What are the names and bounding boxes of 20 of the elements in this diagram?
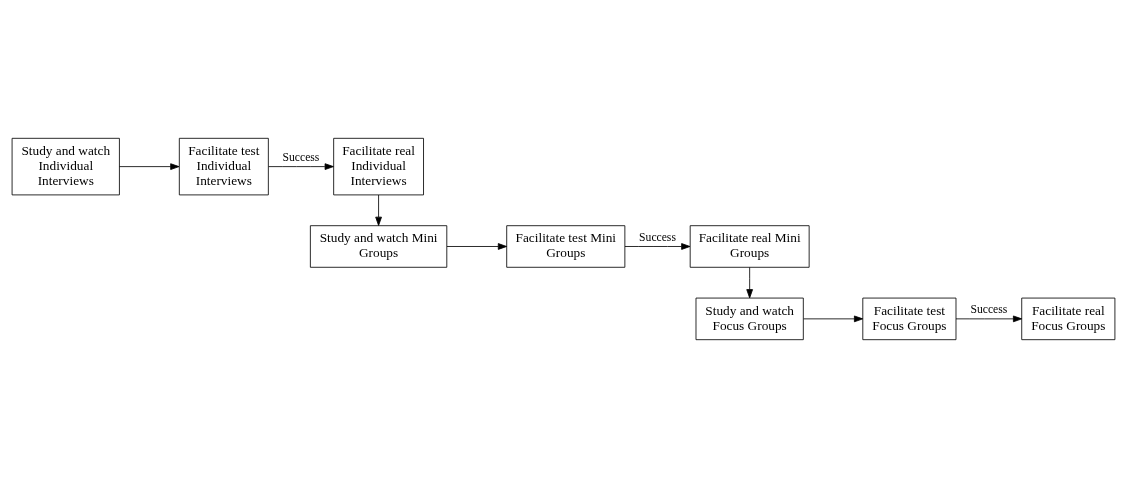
node-box: Study and watch Focus Groups: [695, 297, 804, 341]
arrow: [746, 267, 753, 299]
arrow: [803, 315, 864, 323]
arrow: [268, 163, 334, 170]
node-box: Facilitate test Focus Groups: [862, 297, 957, 341]
node-box: Facilitate test Individual Interviews: [178, 137, 269, 196]
edge-label: Success: [639, 230, 676, 244]
arrow: [624, 243, 691, 250]
arrow: [955, 315, 1023, 323]
arrow: [446, 243, 508, 250]
edge-label: Success: [970, 303, 1008, 317]
node-box: Facilitate real Individual Interviews: [333, 137, 424, 196]
node-box: Facilitate test Mini Groups: [506, 225, 626, 268]
edge-label: Success: [282, 150, 320, 164]
arrow: [119, 163, 180, 170]
node-box: Study and watch Individual Interviews: [11, 137, 120, 196]
node-box: Facilitate real Mini Groups: [689, 225, 810, 268]
node-box: Facilitate real Focus Groups: [1021, 297, 1116, 341]
arrow: [375, 194, 382, 226]
node-box: Study and watch Mini Groups: [309, 225, 448, 268]
